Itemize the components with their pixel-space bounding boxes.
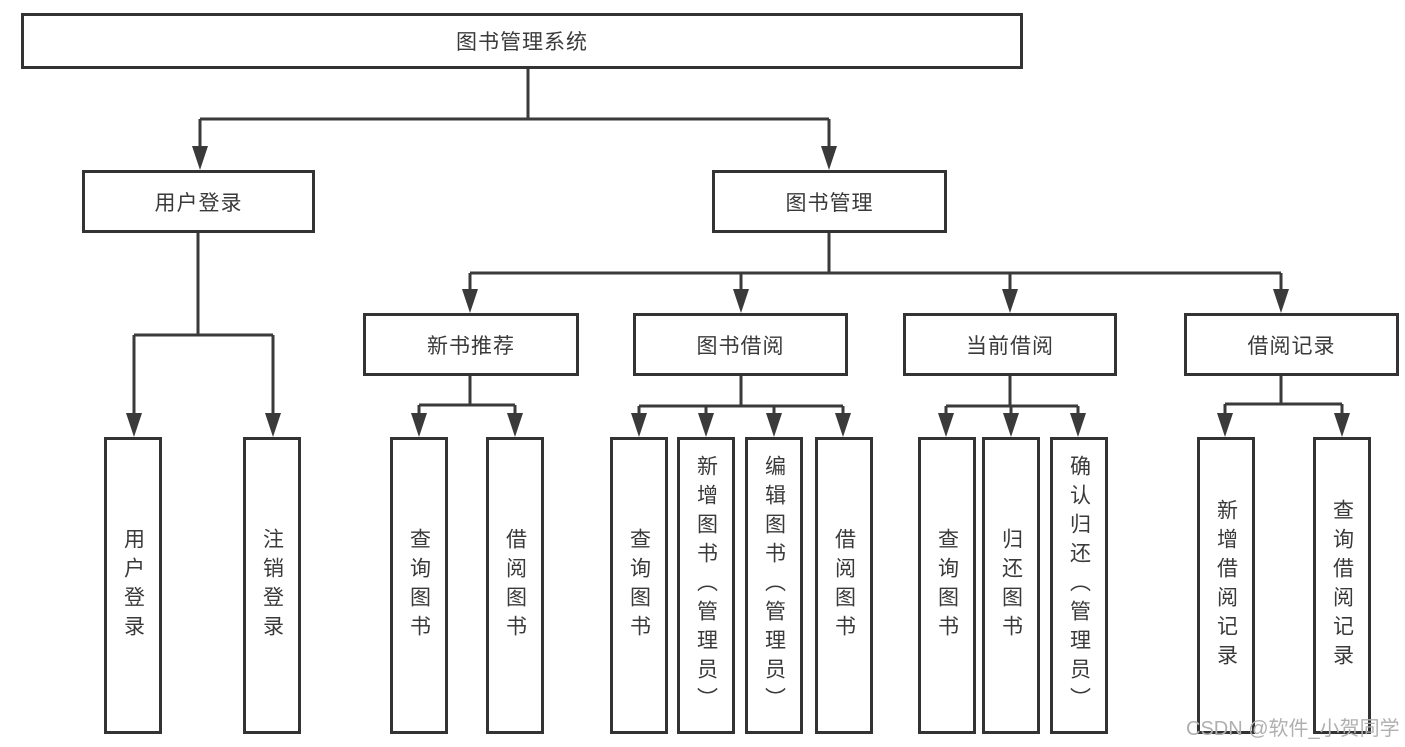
node-borrowing-records-label: 借阅记录	[1247, 334, 1336, 358]
connector-new-book	[417, 376, 517, 415]
arrowhead	[265, 413, 281, 437]
leaf-query-books-current-label: 查询图书	[935, 527, 959, 644]
arrowhead	[821, 146, 837, 170]
connector-user-login	[132, 233, 275, 415]
leaf-logout: 注销登录	[243, 437, 301, 734]
connector-current	[944, 376, 1080, 415]
arrowhead	[1334, 413, 1350, 437]
csdn-watermark: CSDN @软件_小贺同学	[1186, 718, 1400, 740]
leaf-query-books-recommend: 查询图书	[390, 437, 448, 734]
connector-record	[1223, 376, 1344, 415]
leaf-user-login: 用户登录	[104, 437, 162, 734]
node-new-book-recommend: 新书推荐	[363, 313, 579, 376]
arrowhead	[507, 413, 523, 437]
leaf-query-books-current: 查询图书	[918, 437, 976, 734]
arrowhead	[1002, 289, 1018, 313]
arrowhead	[411, 413, 427, 437]
arrowhead	[698, 413, 714, 437]
node-current-borrowing-label: 当前借阅	[966, 334, 1054, 358]
leaf-return-books: 归还图书	[982, 437, 1040, 734]
leaf-query-books-recommend-label: 查询图书	[407, 527, 431, 644]
leaf-confirm-return-admin-label: 确认归还（管理员）	[1067, 455, 1091, 716]
leaf-edit-books-admin-label: 编辑图书（管理员）	[762, 455, 786, 716]
arrowhead	[1003, 413, 1019, 437]
leaf-logout-label: 注销登录	[260, 527, 284, 644]
arrowhead	[631, 413, 647, 437]
node-new-book-recommend-label: 新书推荐	[427, 334, 515, 358]
leaf-user-login-label: 用户登录	[121, 527, 145, 644]
arrowhead	[1273, 289, 1289, 313]
leaf-query-borrow-record-label: 查询借阅记录	[1330, 498, 1354, 673]
arrowhead	[733, 289, 749, 313]
node-book-management: 图书管理	[712, 170, 947, 233]
node-user-login: 用户登录	[82, 170, 315, 233]
node-book-borrowing: 图书借阅	[633, 313, 848, 376]
leaf-borrow-books-recommend: 借阅图书	[486, 437, 544, 734]
node-current-borrowing: 当前借阅	[903, 313, 1117, 376]
arrowhead	[126, 413, 142, 437]
arrowhead	[938, 413, 954, 437]
arrowhead	[192, 146, 208, 170]
leaf-add-books-admin: 新增图书（管理员）	[677, 437, 735, 734]
leaf-return-books-label: 归还图书	[999, 527, 1023, 644]
arrowhead	[766, 413, 782, 437]
node-borrowing-records: 借阅记录	[1184, 313, 1399, 376]
leaf-borrow-books: 借阅图书	[815, 437, 873, 734]
leaf-add-borrow-record: 新增借阅记录	[1197, 437, 1255, 734]
leaf-borrow-books-label: 借阅图书	[832, 527, 856, 644]
leaf-edit-books-admin: 编辑图书（管理员）	[745, 437, 803, 734]
arrowhead	[1070, 413, 1086, 437]
node-book-management-label: 图书管理	[785, 191, 874, 215]
leaf-add-books-admin-label: 新增图书（管理员）	[694, 455, 718, 716]
node-root: 图书管理系统	[21, 13, 1023, 69]
arrowhead	[835, 413, 851, 437]
leaf-borrow-books-recommend-label: 借阅图书	[503, 527, 527, 644]
node-book-borrowing-label: 图书借阅	[696, 334, 785, 358]
leaf-confirm-return-admin: 确认归还（管理员）	[1050, 437, 1108, 734]
leaf-query-books-borrowing: 查询图书	[610, 437, 668, 734]
leaf-query-books-borrowing-label: 查询图书	[627, 527, 651, 644]
connector-root	[198, 69, 831, 148]
connector-book-borrow	[637, 376, 845, 415]
arrowhead	[462, 289, 478, 313]
node-root-label: 图书管理系统	[456, 31, 588, 54]
arrowhead	[1217, 413, 1233, 437]
connector-book-mgmt	[468, 233, 1283, 291]
node-user-login-label: 用户登录	[154, 191, 243, 215]
leaf-add-borrow-record-label: 新增借阅记录	[1214, 498, 1238, 673]
leaf-query-borrow-record: 查询借阅记录	[1313, 437, 1371, 734]
